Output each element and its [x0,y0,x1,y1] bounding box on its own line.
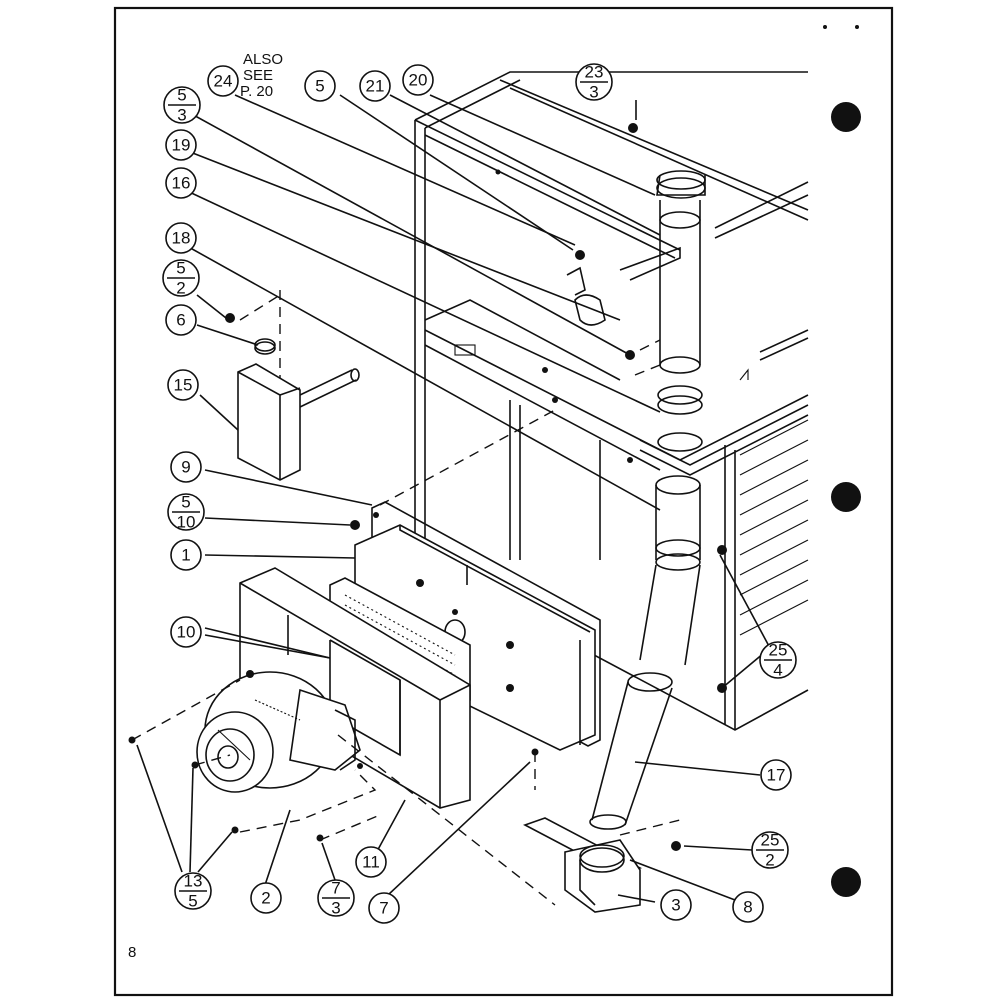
svg-text:3: 3 [671,896,680,915]
control-box-15 [237,363,360,481]
top-bracket [566,123,638,360]
svg-text:19: 19 [172,136,191,155]
svg-text:23: 23 [585,63,604,82]
blower-motor-2 [196,670,363,793]
svg-text:13: 13 [184,872,203,891]
svg-text:24: 24 [214,72,233,91]
callout-1: 1 [170,539,202,571]
svg-text:5: 5 [176,259,185,278]
svg-text:18: 18 [172,229,191,248]
flue-pipe-upper [656,170,706,374]
callout-20: 20 [402,64,434,96]
svg-text:8: 8 [743,898,752,917]
callout-16: 16 [165,167,197,199]
svg-text:5: 5 [181,493,190,512]
svg-text:9: 9 [181,458,190,477]
svg-text:2: 2 [176,279,185,298]
callout-25-2: 25 2 [751,831,789,870]
svg-text:20: 20 [409,71,428,90]
svg-text:3: 3 [589,83,598,102]
svg-text:17: 17 [767,766,786,785]
callout-19: 19 [165,129,197,161]
callout-7-3: 7 3 [317,879,355,918]
svg-text:16: 16 [172,174,191,193]
callout-2: 2 [250,882,282,914]
callout-5-10: 5 10 [167,493,205,532]
vent-pipe-assembly [589,475,701,830]
svg-text:5: 5 [177,86,186,105]
callout-13-5: 13 5 [174,872,212,911]
page-border [113,6,894,997]
svg-text:6: 6 [176,311,185,330]
svg-text:5: 5 [315,77,324,96]
callout-5-3: 5 3 [163,86,201,125]
note-line-2: SEE [243,67,273,84]
svg-text:7: 7 [331,879,340,898]
svg-text:11: 11 [362,853,380,872]
svg-text:5: 5 [188,892,197,911]
svg-text:3: 3 [331,899,340,918]
page-number: 8 [128,944,136,961]
grommet-6 [225,313,276,355]
callout-8: 8 [732,891,764,923]
callout-25-4: 25 4 [759,641,797,680]
binder-holes [823,25,861,897]
callout-11: 11 [355,846,387,878]
svg-text:1: 1 [181,546,190,565]
callout-17: 17 [760,759,792,791]
svg-text:4: 4 [773,661,782,680]
svg-text:15: 15 [174,376,193,395]
svg-text:25: 25 [761,831,780,850]
svg-text:21: 21 [366,77,385,96]
callout-21: 21 [359,70,391,102]
svg-text:10: 10 [177,513,196,532]
note-line-3: P. 20 [240,83,273,100]
svg-text:10: 10 [177,623,196,642]
svg-text:2: 2 [261,889,270,908]
callout-7: 7 [368,892,400,924]
svg-text:7: 7 [379,899,388,918]
callout-18: 18 [165,222,197,254]
note-line-1: ALSO [243,51,283,68]
svg-text:2: 2 [765,851,774,870]
vent-terminal-3 [523,817,642,913]
callout-9: 9 [170,451,202,483]
callout-5: 5 [304,70,336,102]
svg-text:3: 3 [177,106,186,125]
see-also-note: ALSO SEE P. 20 [240,51,283,100]
svg-text:25: 25 [769,641,788,660]
callout-15: 15 [167,369,199,401]
callout-3: 3 [660,889,692,921]
callout-6: 6 [165,304,197,336]
phantom-lines-upper [239,290,661,506]
cabinet-chassis [414,71,809,731]
leader-lines [136,94,771,903]
callout-5-2: 5 2 [162,259,200,298]
callout-24: 24 [207,65,239,97]
flue-collar [657,385,703,452]
phantom-lines-lower [131,679,681,906]
callout-10: 10 [170,616,202,648]
callout-23-3: 23 3 [575,63,613,102]
